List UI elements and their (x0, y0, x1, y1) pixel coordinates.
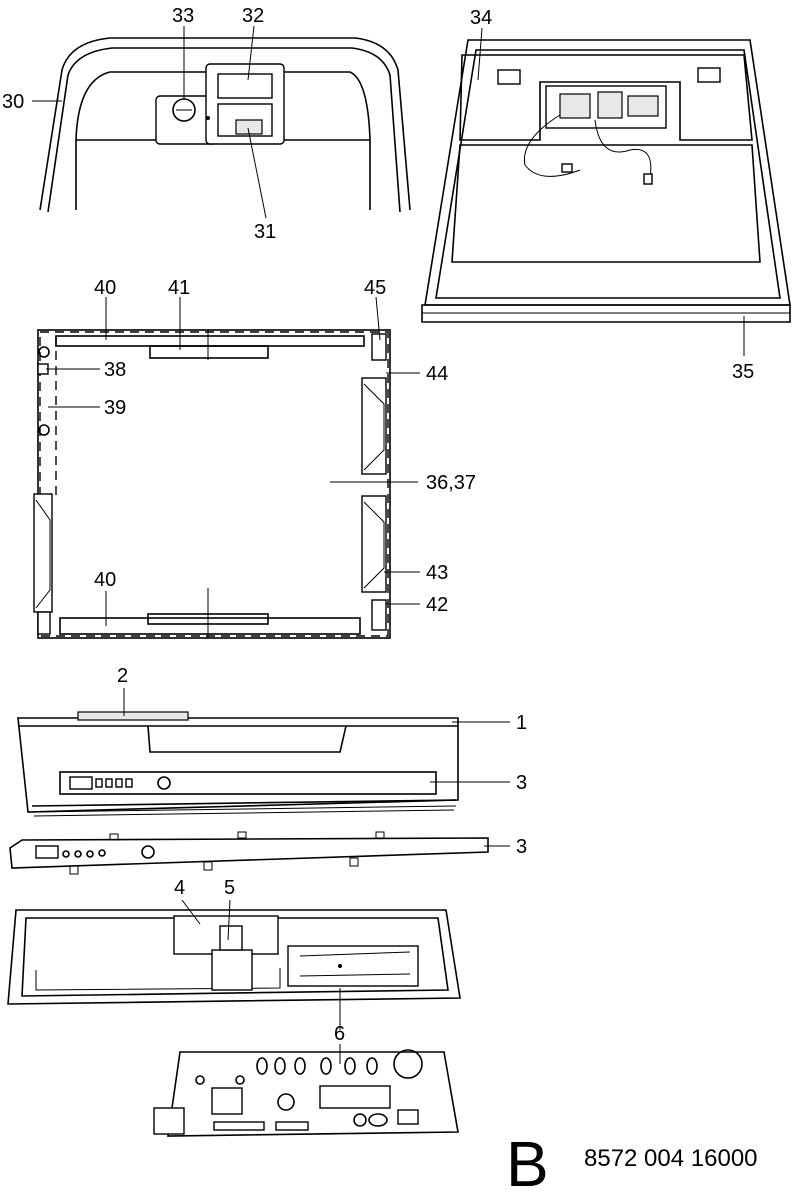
callout-6: 6 (334, 1023, 345, 1045)
diagram-letter: B (506, 1128, 549, 1200)
door-inner-with-dispenser (39, 37, 411, 213)
callout-36-37: 36,37 (426, 472, 476, 494)
circuit-board (153, 1049, 459, 1137)
callout-2: 2 (117, 665, 128, 687)
callout-labels: 30 33 32 31 34 35 40 41 45 38 39 44 36,3… (2, 5, 754, 1045)
leader-lines (32, 25, 745, 1064)
lower-housing-tray (7, 909, 461, 1005)
callout-35: 35 (732, 361, 754, 383)
callout-42: 42 (426, 594, 448, 616)
callout-1: 1 (516, 712, 527, 734)
callout-30: 30 (2, 91, 24, 113)
callout-34: 34 (470, 7, 492, 29)
callout-32: 32 (242, 5, 264, 27)
callout-5: 5 (224, 877, 235, 899)
callout-41: 41 (168, 277, 190, 299)
callout-43: 43 (426, 562, 448, 584)
callout-38: 38 (104, 359, 126, 381)
callout-39: 39 (104, 397, 126, 419)
control-panel-housing (17, 711, 459, 817)
callout-3-upper: 3 (516, 772, 527, 794)
callout-40-bottom: 40 (94, 569, 116, 591)
frame-assembly (33, 329, 391, 639)
callout-4: 4 (174, 877, 185, 899)
callout-45: 45 (364, 277, 386, 299)
callout-44: 44 (426, 363, 448, 385)
callout-40-top: 40 (94, 277, 116, 299)
callout-33: 33 (172, 5, 194, 27)
callout-31: 31 (254, 221, 276, 243)
drawing-number: 8572 004 16000 (584, 1145, 758, 1172)
door-assembly-with-module (421, 39, 791, 323)
callout-3-lower: 3 (516, 836, 527, 858)
control-strip (9, 831, 489, 875)
